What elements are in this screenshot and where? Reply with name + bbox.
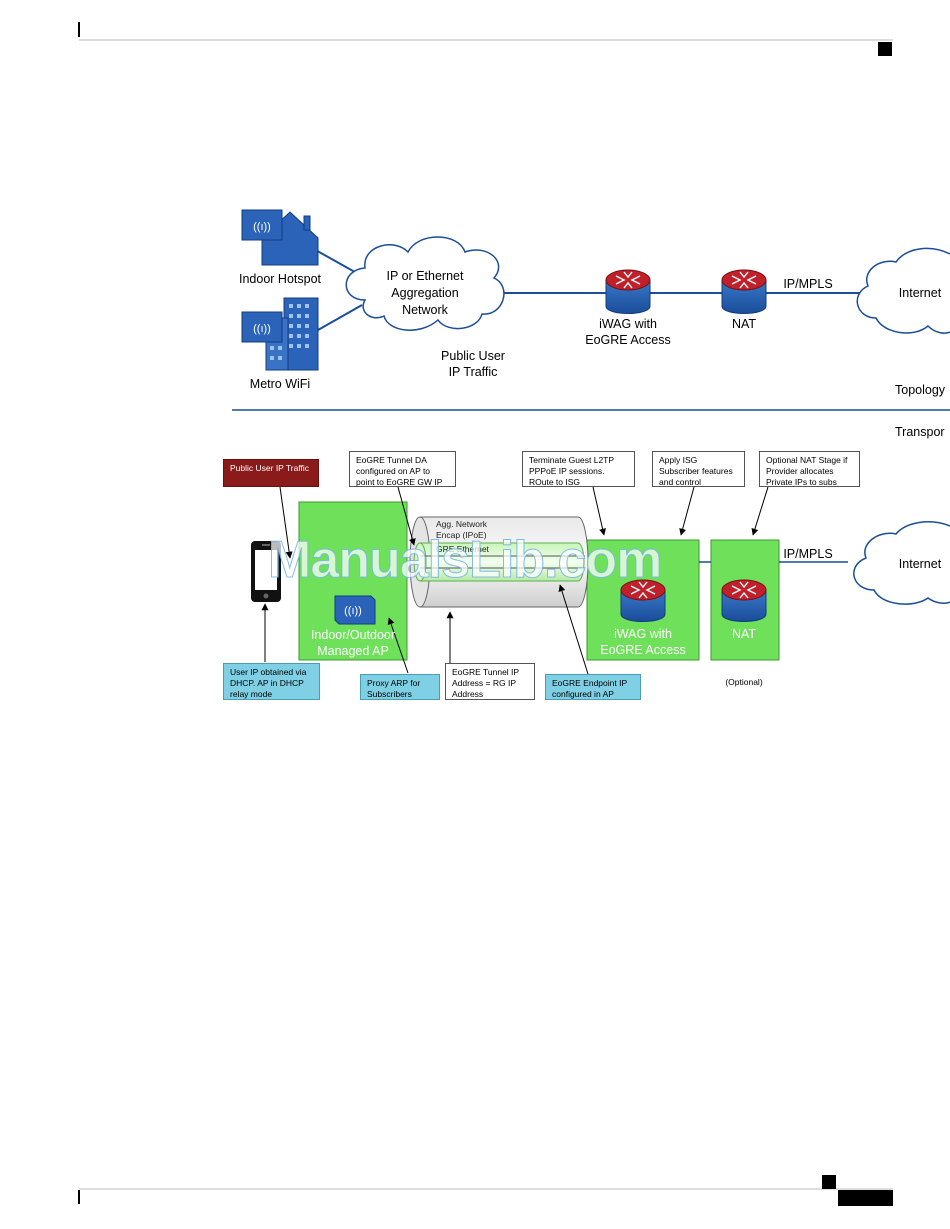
aggregation-label-1: IP or Ethernet	[387, 269, 464, 283]
internet-label-top: Internet	[899, 286, 942, 300]
terminate-guest-callout: Terminate Guest L2TP PPPoE IP sessions. …	[522, 451, 635, 487]
ipmpls-label: IP/MPLS	[783, 277, 832, 291]
public-user-ip-callout: Public User IP Traffic	[223, 459, 319, 487]
optional-nat-callout: Optional NAT Stage if Provider allocates…	[759, 451, 860, 487]
metro-wifi-label: Metro WiFi	[250, 377, 310, 391]
indoor-hotspot-label: Indoor Hotspot	[239, 272, 322, 286]
nat-label: NAT	[732, 317, 756, 331]
public-user-label-1: Public User	[441, 349, 505, 363]
optional-label: (Optional)	[725, 677, 762, 687]
internet-label-bottom: Internet	[899, 557, 942, 571]
eogre-tunnel-da-callout: EoGRE Tunnel DA configured on AP to poin…	[349, 451, 456, 487]
managed-ap-label-2: Managed AP	[317, 644, 389, 658]
public-user-label-2: IP Traffic	[449, 365, 498, 379]
managed-ap-box	[298, 501, 408, 661]
internet-cloud-bottom	[853, 521, 950, 605]
smartphone-icon	[251, 541, 281, 602]
eogre-tunnel-tube	[409, 516, 589, 608]
agg-encap-label-1: Agg. Network	[436, 519, 488, 529]
access-point-icon: ((ı))	[334, 595, 376, 625]
iwag-router-icon-transport	[620, 579, 666, 622]
section-transport-label: Transpor	[895, 425, 945, 439]
aggregation-label-2: Aggregation	[391, 286, 458, 300]
iwag-transport-label-2: EoGRE Access	[600, 643, 685, 657]
proxy-arp-callout: Proxy ARP for Subscribers	[360, 674, 440, 700]
nat-transport-label: NAT	[732, 627, 756, 641]
iwag-transport-label-1: iWAG with	[614, 627, 672, 641]
page-header	[78, 22, 893, 56]
apply-isg-callout: Apply ISG Subscriber features and contro…	[652, 451, 745, 487]
svg-text:((ı)): ((ı))	[253, 221, 271, 233]
iwag-label-2: EoGRE Access	[585, 333, 670, 347]
topology-links	[311, 247, 866, 331]
user-ip-obtained-callout: User IP obtained via DHCP. AP in DHCP re…	[223, 663, 320, 700]
internet-cloud-top	[856, 247, 950, 334]
aggregation-cloud	[345, 236, 505, 331]
managed-ap-label-1: Indoor/Outdoor	[311, 628, 395, 642]
nat-router-icon	[721, 269, 767, 314]
svg-text:((ı)): ((ı))	[253, 323, 271, 335]
eogre-tunnel-ip-callout: EoGRE Tunnel IP Address = RG IP Address	[445, 663, 535, 700]
section-topology-label: Topology	[895, 383, 946, 397]
iwag-label-1: iWAG with	[599, 317, 657, 331]
nat-router-icon-transport	[721, 579, 767, 622]
svg-text:((ı)): ((ı))	[344, 605, 362, 617]
callout-arrows	[261, 486, 769, 675]
metro-wifi-icon: ((ı))	[241, 297, 319, 371]
eogre-endpoint-callout: EoGRE Endpoint IP configured in AP	[545, 674, 641, 700]
watermark: ManualsLib.com	[267, 531, 662, 590]
iwag-router-icon	[605, 269, 651, 314]
aggregation-label-3: Network	[402, 303, 449, 317]
ipmpls-transport-label: IP/MPLS	[783, 547, 832, 561]
page-footer	[78, 1175, 893, 1206]
agg-encap-label-2: Encap (IPoE)	[436, 530, 487, 540]
gre-ethernet-label: GRE Ethernet	[436, 544, 490, 554]
indoor-hotspot-icon: ((ı))	[241, 209, 319, 266]
